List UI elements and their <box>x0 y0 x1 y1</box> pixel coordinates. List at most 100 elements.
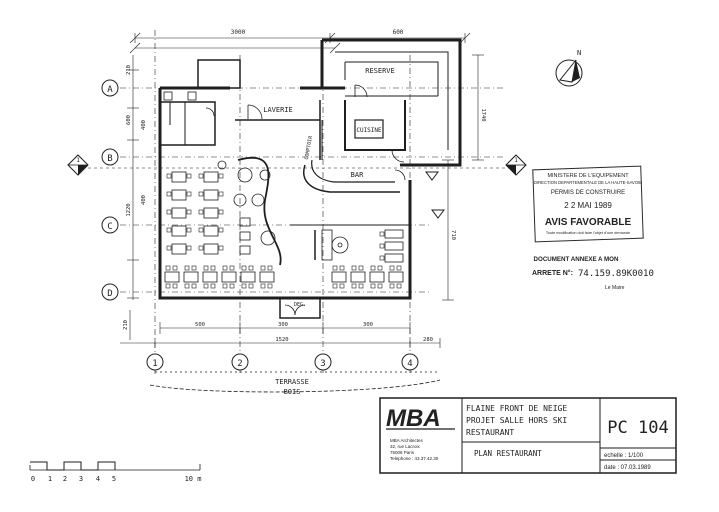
chair <box>370 265 376 271</box>
dining-table <box>239 245 251 255</box>
firm-name: MBA Architectes <box>390 438 424 443</box>
section-marker-right: 1 <box>505 154 527 176</box>
firm-logo-text: MBA <box>386 405 441 432</box>
chair <box>229 265 235 271</box>
chair <box>248 265 254 271</box>
chair <box>172 283 178 289</box>
dining-table <box>369 271 385 283</box>
stamp-arrete-number: 74.159.89K0010 <box>578 269 654 279</box>
svg-text:B: B <box>107 154 112 164</box>
dimension-left-210: 210 <box>126 65 132 75</box>
chair <box>184 283 190 289</box>
terrace <box>149 371 441 393</box>
chair <box>165 283 171 289</box>
round-tables <box>217 160 349 254</box>
firm-city: 75008 Paris <box>390 450 415 455</box>
scale-tick-4: 4 <box>96 475 100 483</box>
chair <box>396 283 402 289</box>
project-line-3: RESTAURANT <box>466 428 514 437</box>
chair <box>198 227 204 233</box>
firm-phone: Telephone : 43.37.42.30 <box>390 456 439 461</box>
chair <box>339 283 345 289</box>
chair <box>218 191 224 197</box>
building-permit-stamp: MINISTERE DE L'EQUIPEMENT DIRECTION DEPA… <box>532 165 644 243</box>
svg-text:1: 1 <box>76 157 80 164</box>
chair <box>166 173 172 179</box>
chair <box>191 283 197 289</box>
svg-text:1: 1 <box>152 359 157 369</box>
dining-table <box>171 225 187 237</box>
dining-table <box>384 253 404 263</box>
dining-table <box>203 189 219 201</box>
scale-tick-0: 0 <box>31 475 35 483</box>
entrance-arrows <box>425 171 445 219</box>
door-swings <box>205 84 406 316</box>
chair <box>186 191 192 197</box>
dining-table <box>239 217 251 227</box>
chair <box>218 227 224 233</box>
dimension-top <box>129 32 471 54</box>
dimension-left <box>127 55 139 300</box>
chair <box>184 265 190 271</box>
drawing-ref-code: PC 104 <box>607 418 668 438</box>
chair <box>186 173 192 179</box>
grid-col-bubbles: 1 2 3 4 <box>146 353 419 371</box>
chair <box>377 265 383 271</box>
dimension-top-3000: 3000 <box>231 29 246 36</box>
chair <box>260 265 266 271</box>
firm-logo: MBA MBA Architectes 32, rue Lacroix 7500… <box>386 405 455 461</box>
chair <box>379 255 385 261</box>
dining-table <box>203 207 219 219</box>
grid-bubble-3: 3 <box>314 353 332 371</box>
dining-table <box>203 225 219 237</box>
dining-table <box>171 243 187 255</box>
stamp-date: 2 2 MAI 1989 <box>564 201 612 210</box>
svg-text:2: 2 <box>237 359 242 369</box>
chair <box>186 227 192 233</box>
chair <box>172 265 178 271</box>
dimension-left-600: 600 <box>126 115 132 125</box>
chair <box>267 283 273 289</box>
chair <box>198 173 204 179</box>
scale-tick-1: 1 <box>48 475 52 483</box>
stamp-avis: AVIS FAVORABLE <box>545 217 632 228</box>
dining-table <box>388 271 404 283</box>
chair <box>267 265 273 271</box>
dining-table <box>321 229 333 261</box>
chair <box>339 265 345 271</box>
dimension-right-710: 710 <box>450 230 456 240</box>
svg-text:C: C <box>107 222 112 232</box>
dimension-bottom-210: 210 <box>123 320 129 330</box>
chair <box>351 283 357 289</box>
scale-bar: 0 1 2 3 4 5 10 m <box>29 461 202 483</box>
dining-table <box>384 241 404 251</box>
chair <box>165 265 171 271</box>
chair <box>203 265 209 271</box>
scale-end-label: 10 m <box>185 475 202 483</box>
chair <box>210 283 216 289</box>
svg-text:D: D <box>107 289 112 299</box>
stamp-signature: Le Maire <box>605 285 625 291</box>
dining-table <box>164 271 180 283</box>
chair <box>358 283 364 289</box>
chair <box>332 283 338 289</box>
chair <box>186 245 192 251</box>
dining-table <box>384 229 404 239</box>
dimension-right <box>442 54 484 301</box>
room-label-cuisine: CUISINE <box>356 127 382 134</box>
dining-table <box>171 171 187 183</box>
dining-table <box>203 243 219 255</box>
chair <box>229 283 235 289</box>
room-label-degagement: DEG. <box>294 302 306 308</box>
chair <box>377 283 383 289</box>
drawing-title: PLAN RESTAURANT <box>474 449 542 458</box>
dimension-bottom-1520: 1520 <box>275 337 288 343</box>
grid-bubble-1: 1 <box>146 353 164 371</box>
dining-tables <box>164 171 404 283</box>
stamp-direction: DIRECTION DEPARTEMENTALE DE LA HAUTE-SAV… <box>534 180 642 185</box>
stamp-arrete-label: ARRETE N°: <box>532 269 573 277</box>
grid-bubble-4: 4 <box>401 353 419 371</box>
stamp-ministry: MINISTERE DE L'EQUIPEMENT <box>547 173 629 179</box>
chair <box>198 209 204 215</box>
room-label-reserve: RESERVE <box>365 67 395 75</box>
